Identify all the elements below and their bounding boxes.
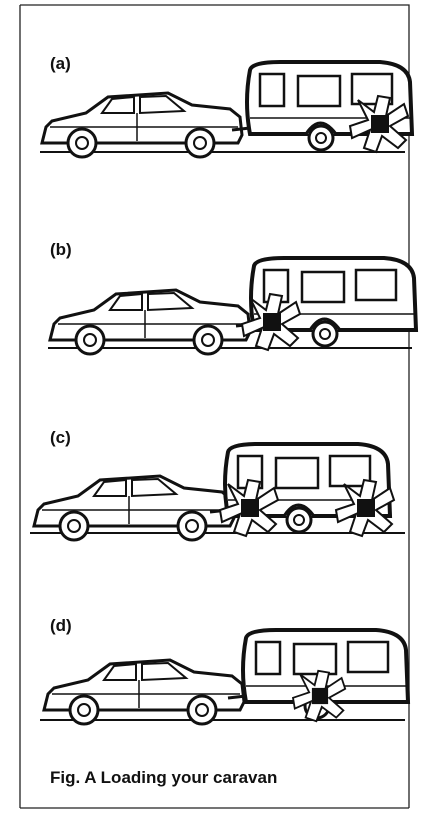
car-d bbox=[42, 658, 246, 726]
car-a bbox=[40, 91, 244, 159]
figure-caption: Fig. A Loading your caravan bbox=[50, 768, 278, 787]
panel-label-b: (b) bbox=[50, 240, 72, 259]
scene-c bbox=[30, 442, 405, 542]
scene-a bbox=[40, 60, 414, 159]
panel-label-a: (a) bbox=[50, 54, 71, 73]
scene-d bbox=[40, 628, 410, 726]
car-b bbox=[48, 288, 252, 356]
scene-b bbox=[48, 256, 418, 356]
panel-label-d: (d) bbox=[50, 616, 72, 635]
car-c bbox=[32, 474, 236, 542]
panel-label-c: (c) bbox=[50, 428, 71, 447]
